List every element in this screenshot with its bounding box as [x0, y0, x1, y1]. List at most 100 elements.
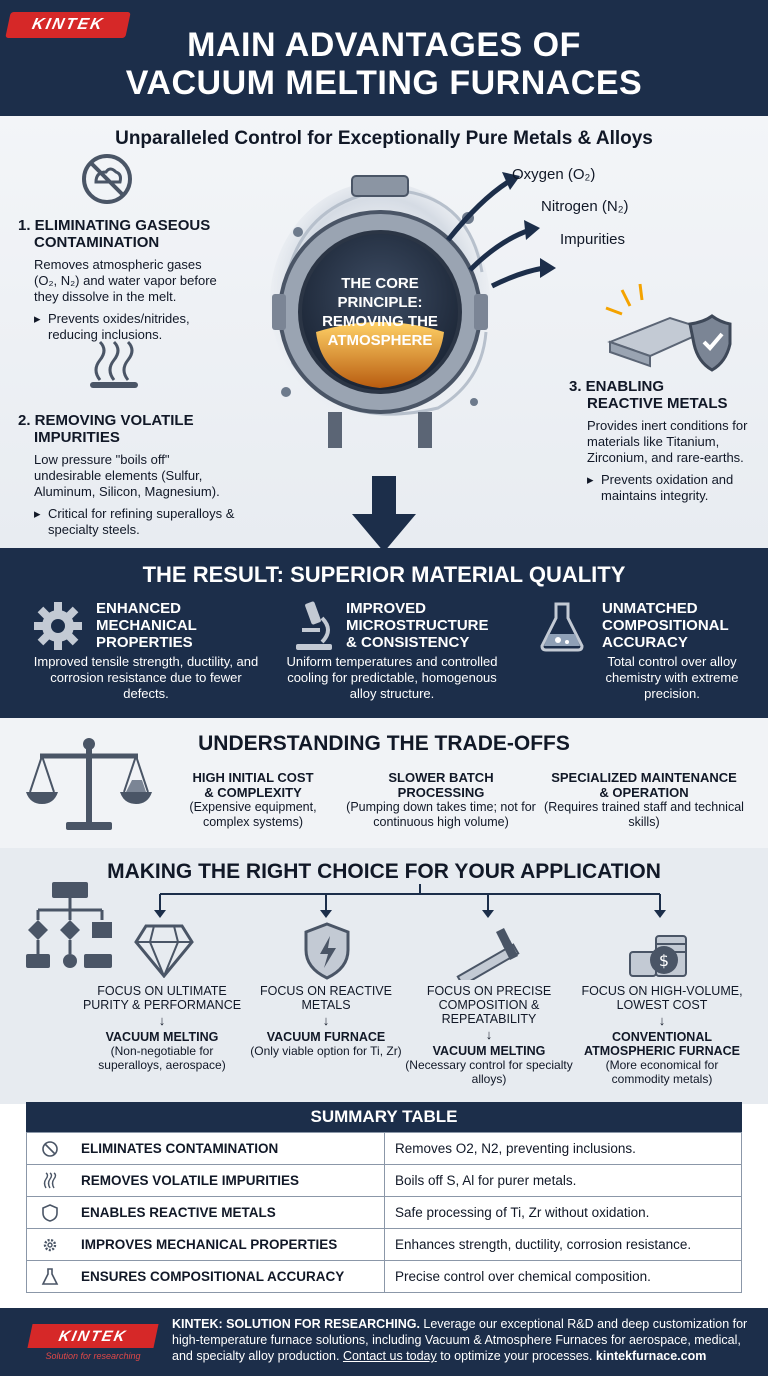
footer-text: KINTEK: SOLUTION FOR RESEARCHING. Levera…	[172, 1316, 756, 1364]
core-principle-section: Unparalleled Control for Exceptionally P…	[0, 116, 768, 552]
svg-text:$: $	[659, 951, 669, 970]
choice-item-composition: FOCUS ON PRECISE COMPOSITION & REPEATABI…	[405, 984, 573, 1086]
table-row: ELIMINATES CONTAMINATION Removes O2, N2,…	[26, 1132, 742, 1165]
table-row: ENSURES COMPOSITIONAL ACCURACY Precise c…	[26, 1260, 742, 1293]
summary-key-cell: ENABLES REACTIVE METALS	[26, 1196, 385, 1229]
res2-l2: MICROSTRUCTURE	[346, 617, 489, 634]
arrow-down-icon: ↓	[658, 1013, 666, 1028]
advantage-2-desc: Low pressure "boils off" undesirable ele…	[34, 452, 220, 499]
summary-value: Removes O2, N2, preventing inclusions.	[384, 1132, 742, 1165]
choice-focus-composition: FOCUS ON PRECISE COMPOSITION & REPEATABI…	[426, 984, 552, 1026]
result-desc-accuracy: Total control over alloy chemistry with …	[605, 654, 739, 701]
flowchart-icon	[26, 882, 112, 968]
footer-kintek-logo[interactable]: KINTEK	[27, 1324, 159, 1348]
advantage-1-desc: Removes atmospheric gases (O₂, N₂) and w…	[34, 257, 217, 304]
summary-heading: SUMMARY TABLE	[26, 1102, 742, 1132]
summary-key-cell: ENSURES COMPOSITIONAL ACCURACY	[26, 1260, 385, 1293]
title-line-1: MAIN ADVANTAGES OF	[187, 26, 581, 64]
balance-scale-icon	[26, 738, 152, 830]
summary-value: Boils off S, Al for purer metals.	[384, 1164, 742, 1197]
choice-note-composition: (Necessary control for specialty alloys)	[405, 1058, 573, 1086]
gear-icon	[34, 602, 82, 650]
choice-item-reactive: FOCUS ON REACTIVE METALS ↓ VACUUM FURNAC…	[242, 984, 410, 1058]
adv2-title-l2: IMPURITIES	[34, 429, 120, 446]
to2-l1: SLOWER BATCH	[388, 770, 494, 785]
summary-value: Precise control over chemical compositio…	[384, 1260, 742, 1293]
gas-nitrogen: Nitrogen (N₂)	[541, 198, 629, 215]
res3-l3: ACCURACY	[602, 634, 688, 651]
table-row: ENABLES REACTIVE METALS Safe processing …	[26, 1196, 742, 1229]
to3-l1: SPECIALIZED MAINTENANCE	[551, 770, 737, 785]
choice-focus-reactive: FOCUS ON REACTIVE METALS	[260, 984, 392, 1012]
result-heading: THE RESULT: SUPERIOR MATERIAL QUALITY	[142, 562, 626, 587]
res1-l2: MECHANICAL	[96, 617, 197, 634]
choice-focus-volume: FOCUS ON HIGH-VOLUME, LOWEST COST	[581, 984, 743, 1012]
to2-desc: (Pumping down takes time; not for contin…	[346, 800, 536, 829]
no-gas-icon	[42, 1141, 58, 1157]
choice-note-volume: (More economical for commodity metals)	[605, 1058, 719, 1086]
summary-key: ENSURES COMPOSITIONAL ACCURACY	[81, 1269, 345, 1284]
summary-key-cell: IMPROVES MECHANICAL PROPERTIES	[26, 1228, 385, 1261]
res2-l1: IMPROVED	[346, 600, 427, 617]
arrow-down-icon: ↓	[485, 1027, 493, 1042]
arrow-down-icon: ↓	[158, 1013, 166, 1028]
adv3-title-l2: REACTIVE METALS	[587, 395, 728, 412]
footer: KINTEK Solution for researching KINTEK: …	[0, 1308, 768, 1376]
footer-lead: KINTEK: SOLUTION FOR RESEARCHING.	[172, 1317, 420, 1331]
to1-l1: HIGH INITIAL COST	[192, 770, 314, 785]
contact-link[interactable]: Contact us today	[342, 1349, 437, 1363]
tradeoff-maintenance: SPECIALIZED MAINTENANCE& OPERATION(Requi…	[544, 770, 744, 830]
microscope-icon	[296, 601, 332, 650]
summary-grid: ELIMINATES CONTAMINATION Removes O2, N2,…	[26, 1132, 742, 1293]
footer-site-link[interactable]: kintekfurnace.com	[595, 1349, 707, 1363]
core-line-3: REMOVING THE	[322, 313, 438, 330]
choice-focus-purity: FOCUS ON ULTIMATE PURITY & PERFORMANCE	[82, 984, 242, 1012]
no-gas-icon	[82, 154, 132, 204]
core-line-2: PRINCIPLE:	[337, 294, 423, 311]
res2-l3: & CONSISTENCY	[346, 634, 470, 651]
table-row: REMOVES VOLATILE IMPURITIES Boils off S,…	[26, 1164, 742, 1197]
summary-value: Enhances strength, ductility, corrosion …	[384, 1228, 742, 1261]
to3-l2: & OPERATION	[599, 785, 689, 800]
res1-l3: PROPERTIES	[96, 634, 193, 651]
choice-result-purity: VACUUM MELTING	[105, 1030, 219, 1044]
res3-l2: COMPOSITIONAL	[602, 617, 729, 634]
res1-l1: ENHANCED	[96, 600, 182, 617]
gas-impurities: Impurities	[560, 231, 626, 248]
res3-l1: UNMATCHED	[602, 600, 698, 617]
core-principle-label: THE CORE PRINCIPLE: REMOVING THE ATMOSPH…	[318, 274, 442, 350]
summary-key: REMOVES VOLATILE IMPURITIES	[81, 1173, 300, 1188]
summary-key: IMPROVES MECHANICAL PROPERTIES	[81, 1237, 338, 1252]
section-subtitle: Unparalleled Control for Exceptionally P…	[115, 128, 653, 149]
advantage-1-bullet: Prevents oxides/nitrides, reducing inclu…	[34, 311, 228, 343]
shield-icon	[42, 1204, 58, 1222]
gear-icon	[43, 1238, 57, 1252]
header-banner: KINTEK MAIN ADVANTAGES OF VACUUM MELTING…	[0, 0, 768, 116]
summary-key: ENABLES REACTIVE METALS	[81, 1205, 276, 1220]
advantage-3-bullet: Prevents oxidation and maintains integri…	[587, 472, 764, 504]
down-arrow-icon	[352, 476, 416, 552]
page-title: MAIN ADVANTAGES OF VACUUM MELTING FURNAC…	[0, 26, 768, 102]
furnace-illustration	[270, 175, 490, 448]
summary-key: ELIMINATES CONTAMINATION	[81, 1141, 279, 1156]
footer-body: Leverage our exceptional R&D and deep cu…	[172, 1317, 748, 1363]
adv3-title-l1: 3. ENABLING	[569, 378, 665, 395]
flask-icon	[41, 1268, 59, 1285]
result-desc-mechanical: Improved tensile strength, ductility, an…	[33, 654, 259, 701]
choice-note-reactive: (Only viable option for Ti, Zr)	[250, 1044, 402, 1058]
choice-section: MAKING THE RIGHT CHOICE FOR YOUR APPLICA…	[0, 848, 768, 1104]
choice-heading: MAKING THE RIGHT CHOICE FOR YOUR APPLICA…	[107, 860, 661, 883]
choice-item-volume: FOCUS ON HIGH-VOLUME, LOWEST COST ↓ CONV…	[576, 984, 748, 1086]
title-line-2: VACUUM MELTING FURNACES	[125, 64, 643, 102]
table-row: IMPROVES MECHANICAL PROPERTIES Enhances …	[26, 1228, 742, 1261]
adv1-title-l1: 1. ELIMINATING GASEOUS	[18, 217, 211, 234]
result-section: THE RESULT: SUPERIOR MATERIAL QUALITY EN…	[0, 548, 768, 718]
